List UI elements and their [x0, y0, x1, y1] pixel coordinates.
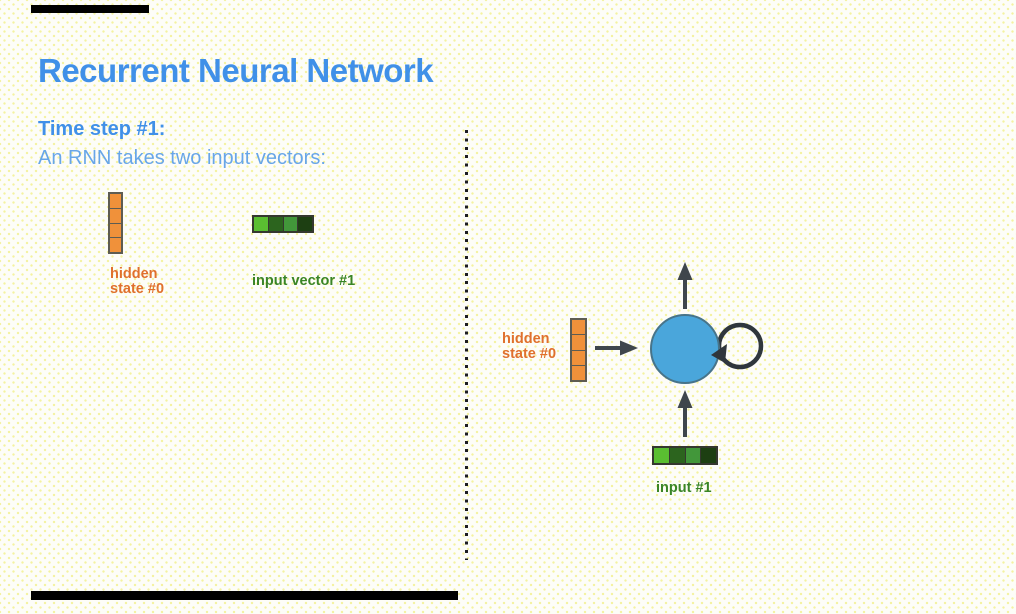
- recurrence-arrowhead-icon: [711, 344, 727, 363]
- vector-cell: [572, 350, 585, 365]
- divider-dotted-line: [465, 130, 468, 560]
- time-step-heading: Time step #1:: [38, 118, 166, 140]
- vector-cell: [110, 223, 121, 238]
- vector-cell: [669, 448, 685, 463]
- vector-cell: [283, 217, 298, 231]
- vector-cell: [268, 217, 283, 231]
- vector-cell: [110, 238, 121, 252]
- input-vector-label-right: input #1: [656, 480, 712, 496]
- vector-cell: [572, 320, 585, 335]
- hidden-state-label-line2: state #0: [502, 346, 557, 362]
- input-arrow-icon: [677, 390, 693, 437]
- hidden-state-arrow-icon: [595, 340, 638, 356]
- page-title: Recurrent Neural Network: [38, 52, 434, 89]
- hidden-state-label-left: hidden state #0: [110, 267, 164, 297]
- hidden-state-label-line2: state #0: [110, 281, 165, 297]
- hidden-state-label-right: hidden state #0: [502, 332, 556, 362]
- vector-cell: [298, 217, 312, 231]
- input-vector-label-left: input vector #1: [252, 273, 356, 289]
- vector-cell: [572, 365, 585, 380]
- input-vector-left: [252, 215, 314, 233]
- hidden-state-label-line1: hidden: [110, 266, 158, 282]
- hidden-state-label-line1: hidden: [502, 331, 550, 347]
- progress-bar-top: [31, 5, 149, 13]
- output-arrow-icon: [677, 262, 693, 309]
- hidden-state-vector-right: [570, 318, 587, 382]
- vector-cell: [701, 448, 716, 463]
- rnn-node-circle: [650, 314, 720, 384]
- time-step-description: An RNN takes two input vectors:: [38, 147, 326, 169]
- input-vector-right: [652, 446, 718, 465]
- hidden-state-vector-left: [108, 192, 123, 254]
- vector-cell: [110, 194, 121, 208]
- vector-cell: [254, 217, 268, 231]
- vector-cell: [572, 335, 585, 350]
- vector-cell: [654, 448, 669, 463]
- vector-cell: [685, 448, 701, 463]
- progress-bar-bottom: [31, 591, 458, 600]
- vector-cell: [110, 208, 121, 223]
